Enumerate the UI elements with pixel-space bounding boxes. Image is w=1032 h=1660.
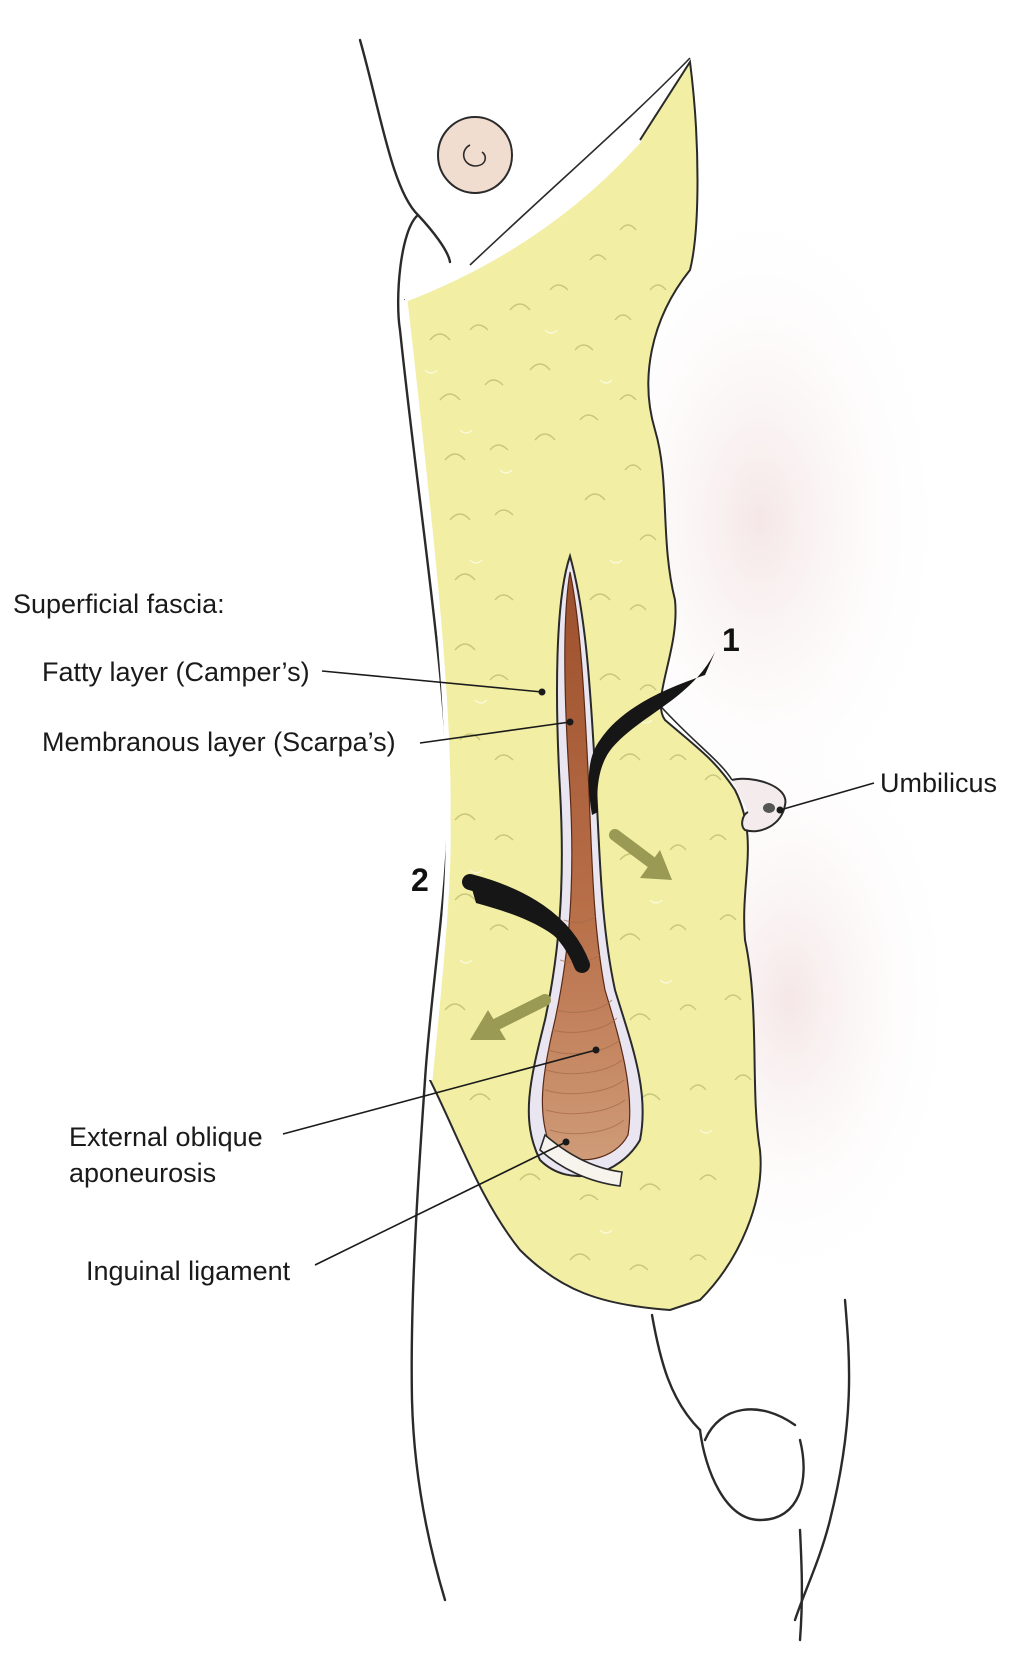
inguinal-ligament-band bbox=[539, 1133, 623, 1187]
label-fatty-layer: Fatty layer (Camper’s) bbox=[42, 657, 310, 687]
leader-lines bbox=[282, 670, 875, 1266]
retraction-arrow-left bbox=[470, 994, 551, 1040]
leader-umbilicus bbox=[779, 782, 875, 811]
leader-fatty-layer bbox=[321, 670, 543, 693]
leader-external-oblique bbox=[282, 1049, 597, 1135]
label-membranous-layer: Membranous layer (Scarpa’s) bbox=[42, 727, 396, 757]
label-superficial-fascia: Superficial fascia: bbox=[13, 589, 225, 619]
leader-inguinal-ligament bbox=[314, 1141, 567, 1266]
marker-incision-2: 2 bbox=[411, 862, 429, 898]
nipple-icon bbox=[437, 116, 513, 194]
label-inguinal-ligament: Inguinal ligament bbox=[86, 1256, 291, 1286]
body-outline bbox=[358, 38, 851, 1642]
muscle-fibers bbox=[544, 915, 626, 1135]
label-umbilicus: Umbilicus bbox=[880, 768, 997, 798]
external-oblique-muscle bbox=[541, 571, 631, 1161]
instrument-1 bbox=[588, 652, 715, 815]
umbilicus-icon bbox=[731, 777, 787, 833]
leader-membranous-layer bbox=[419, 721, 571, 744]
marker-incision-1: 1 bbox=[722, 622, 740, 658]
label-external-oblique-line2: aponeurosis bbox=[69, 1158, 216, 1188]
retraction-arrow-right bbox=[609, 829, 672, 880]
labels: Superficial fascia: Fatty layer (Camper’… bbox=[13, 589, 997, 1286]
fat-texture bbox=[424, 224, 752, 1271]
instrument-2 bbox=[462, 874, 590, 973]
label-external-oblique-line1: External oblique bbox=[69, 1122, 263, 1152]
